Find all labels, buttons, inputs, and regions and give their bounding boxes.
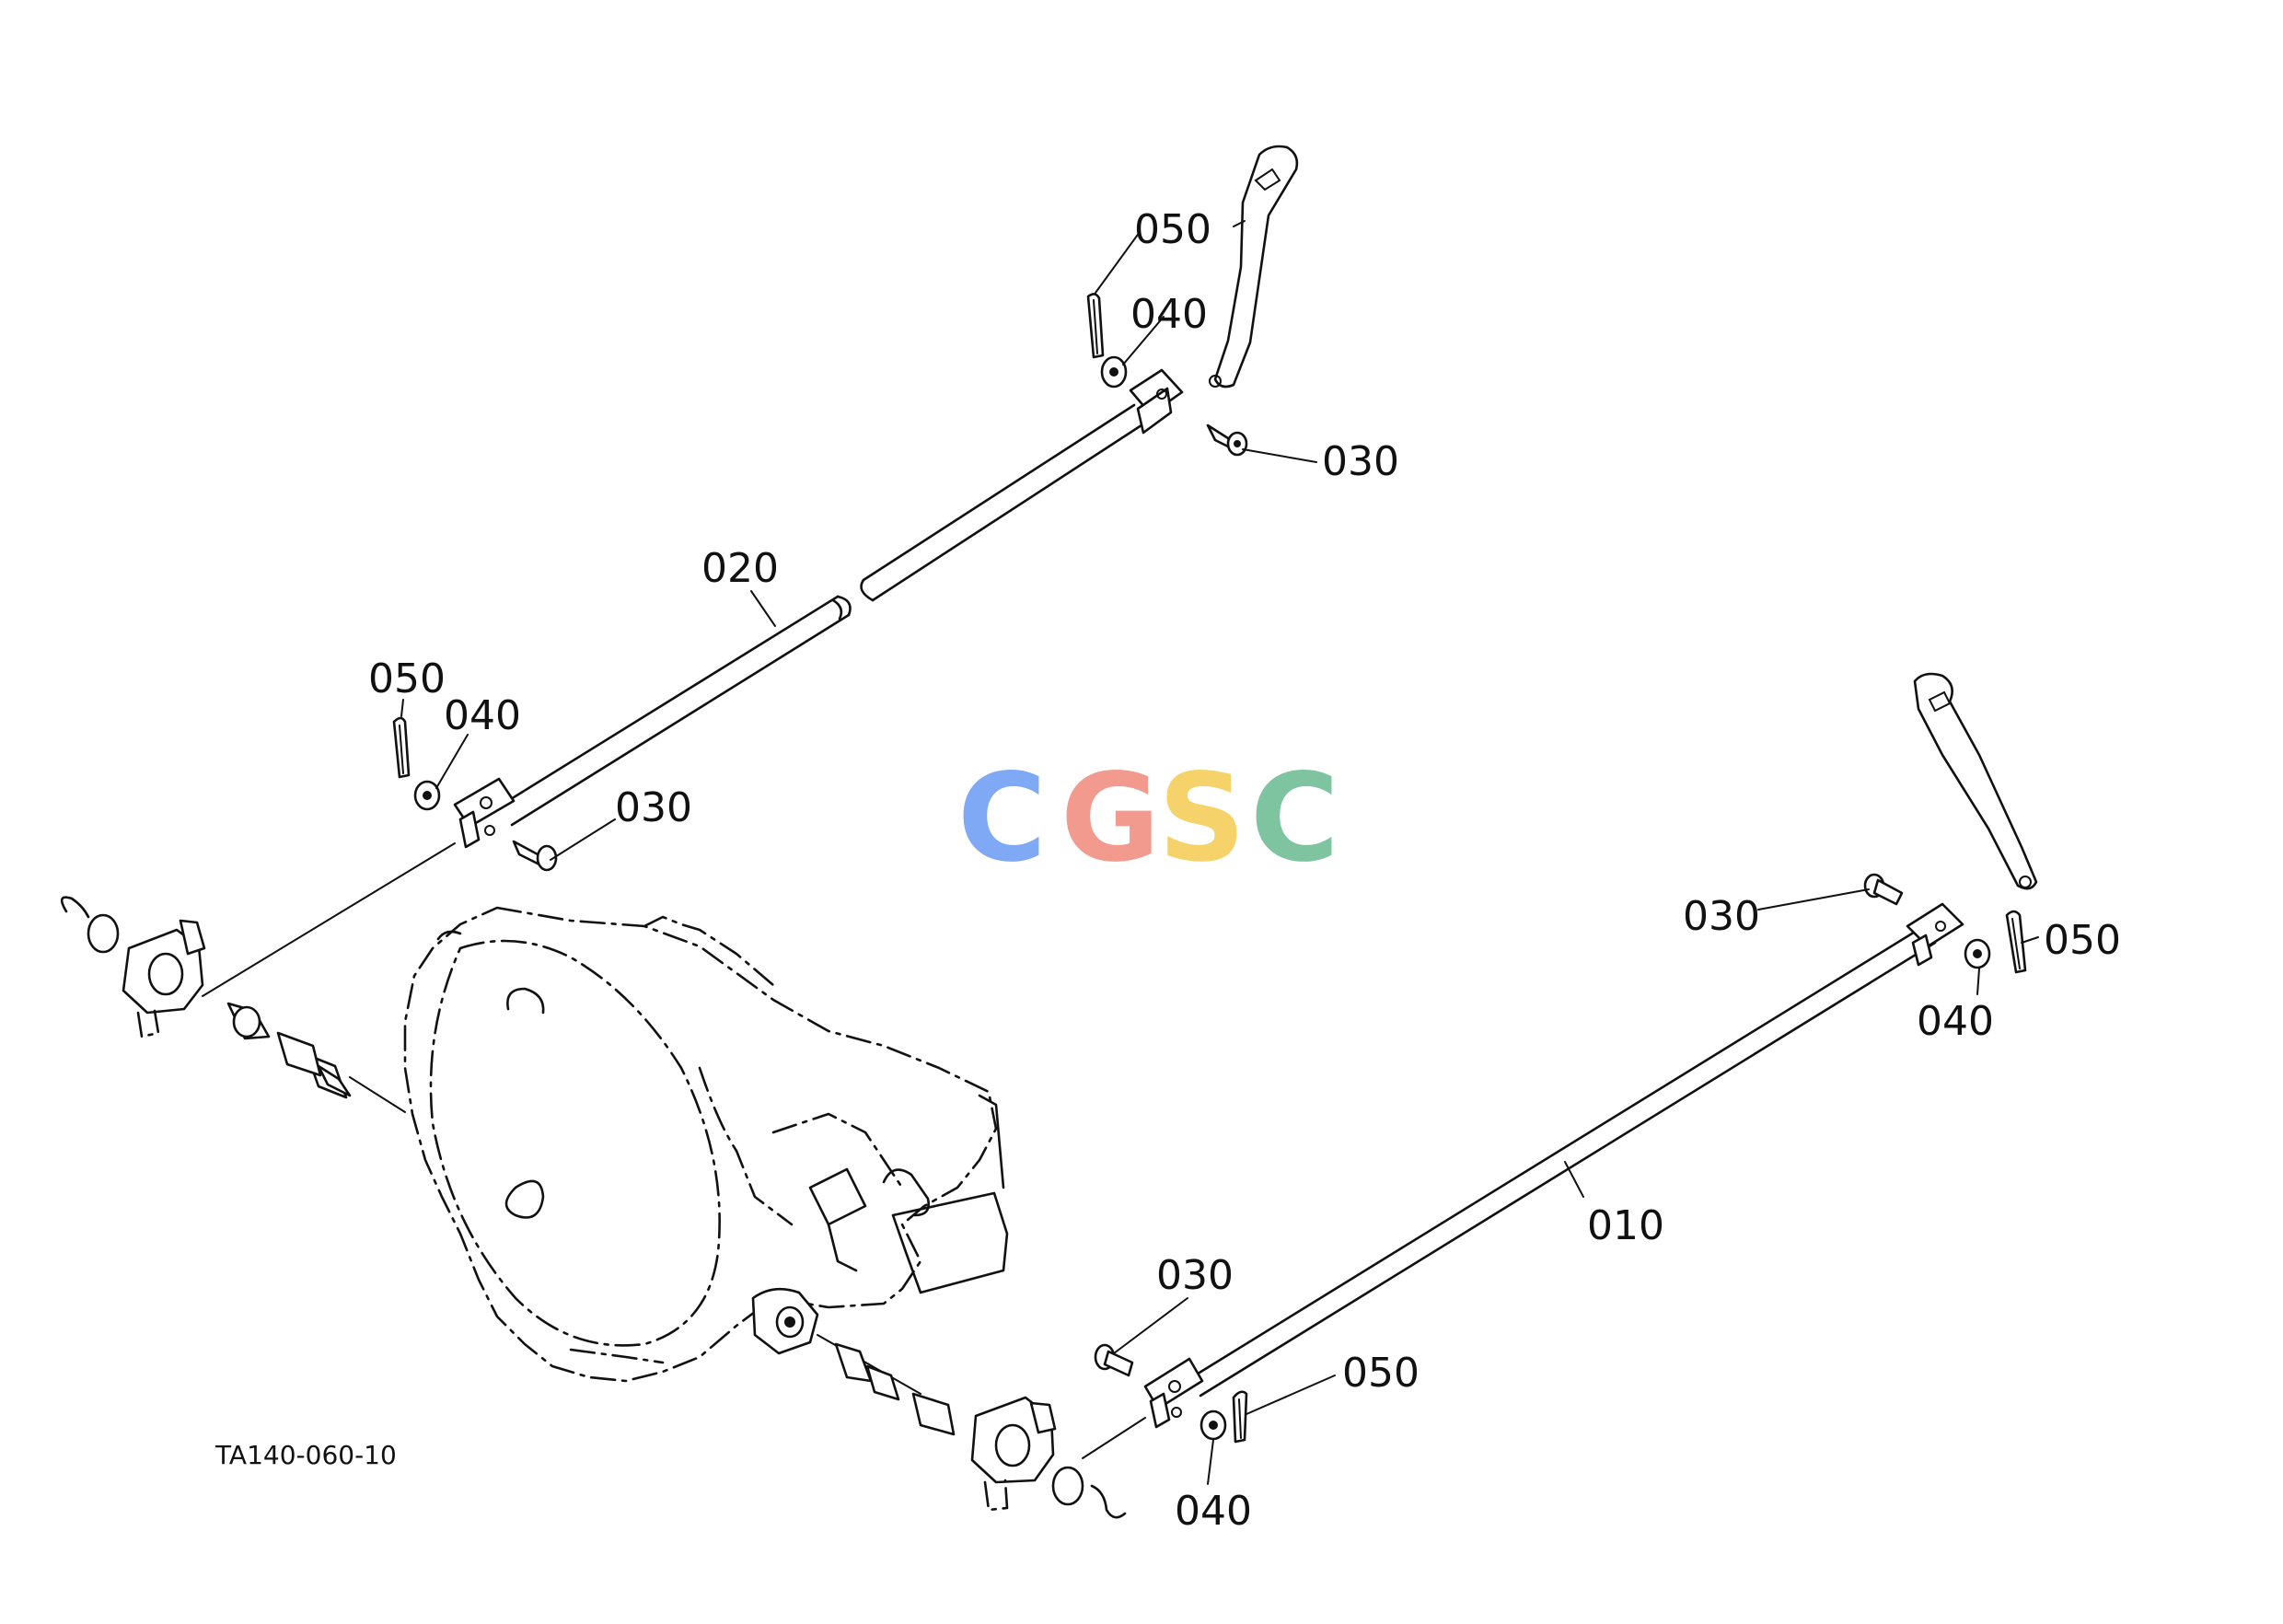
watermark-letter-4: C (1250, 748, 1339, 889)
callout-040-lower-right: 040 (1917, 998, 1994, 1045)
cotter-pin-050-lower-right (2005, 910, 2027, 974)
callout-020: 020 (701, 545, 779, 592)
callout-leaders (400, 231, 2039, 1485)
washer-040-upper-top (1100, 355, 1128, 389)
cotter-pin-050-lower-bottom (1232, 1390, 1248, 1444)
callout-040-lower-bottom: 040 (1175, 1488, 1252, 1535)
cotter-pin-050-upper-top (1086, 293, 1105, 359)
left-shift-shaft-assembly (60, 842, 456, 1113)
pin-030-upper-top (1206, 423, 1248, 457)
callout-labels: 050 040 030 020 050 040 030 030 050 040 … (368, 206, 2121, 1535)
lower-lever-arm (1913, 672, 2038, 890)
callout-050-lower-right: 050 (2044, 917, 2121, 964)
callout-050-upper-top: 050 (1134, 206, 1211, 253)
transmission-housing (403, 906, 1009, 1383)
callout-030-upper-left: 030 (615, 784, 692, 831)
watermark-letter-1: C (957, 748, 1047, 889)
pin-030-upper-left (512, 840, 558, 872)
pin-030-lower-right (1863, 873, 1904, 906)
pin-030-lower-bottom (1094, 1343, 1134, 1377)
callout-050-lower-bottom: 050 (1342, 1350, 1420, 1397)
washer-040-lower-bottom (1199, 1409, 1227, 1441)
callout-030-lower-bottom: 030 (1156, 1252, 1234, 1299)
watermark-logo: C G S C (957, 748, 1339, 889)
rod-020 (453, 368, 1184, 849)
callout-050-upper-left: 050 (368, 655, 446, 702)
callout-030-upper-top: 030 (1322, 438, 1399, 485)
callout-010: 010 (1587, 1202, 1664, 1249)
washer-040-upper-left (413, 780, 441, 811)
washer-040-lower-right (1964, 938, 1991, 969)
drawing-code: TA140-060-10 (214, 1440, 397, 1470)
watermark-letter-3: S (1158, 748, 1246, 889)
watermark-letter-2: G (1060, 748, 1160, 889)
callout-040-upper-left: 040 (444, 692, 521, 739)
cotter-pin-050-upper-left (392, 716, 411, 779)
callout-030-lower-right: 030 (1683, 893, 1760, 940)
upper-lever-arm (1209, 145, 1299, 389)
callout-040-upper-top: 040 (1130, 291, 1208, 338)
rod-010 (1143, 902, 1964, 1429)
lower-shift-shaft-assembly (817, 1334, 1146, 1519)
